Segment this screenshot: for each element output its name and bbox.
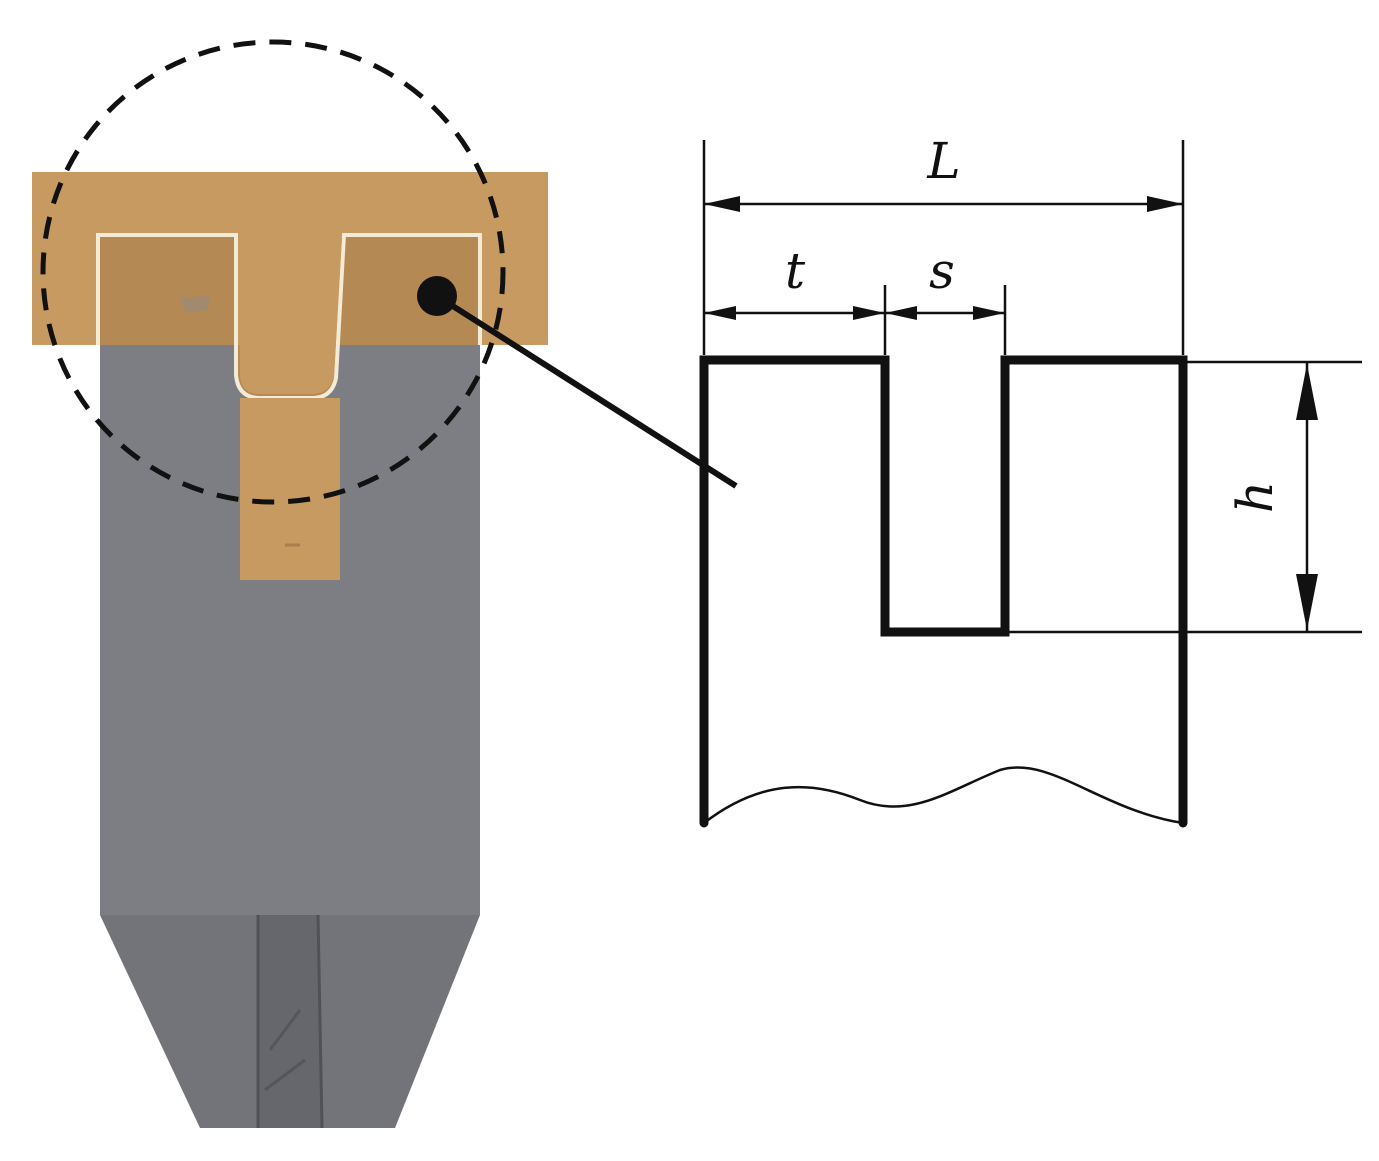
leader-line [435, 293, 738, 489]
label-t: t [785, 242, 806, 300]
break-line [703, 766, 1184, 825]
specimen-t-tongue [238, 238, 342, 394]
specimen-left-pocket [98, 235, 480, 398]
schematic: L t s h [699, 132, 1362, 828]
magnification-circle [40, 39, 506, 505]
specimen-lower-tab [240, 398, 340, 580]
label-h: h [1226, 481, 1284, 513]
label-L: L [926, 132, 960, 190]
schematic-outline [699, 355, 1188, 828]
label-s: s [929, 242, 955, 300]
